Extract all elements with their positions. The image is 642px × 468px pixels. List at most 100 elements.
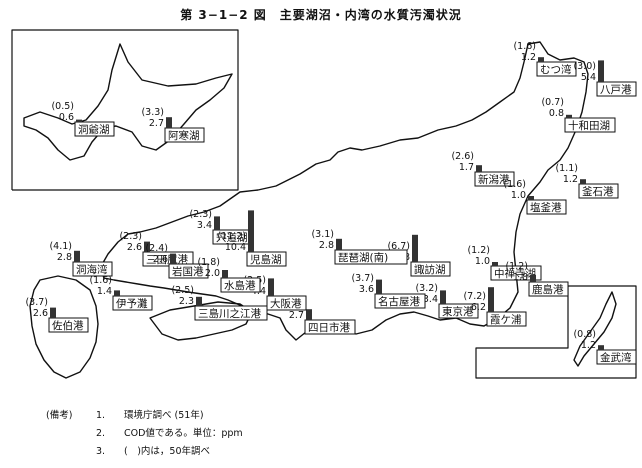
value-50: (3.7) <box>351 273 374 284</box>
value-51: 0.8 <box>549 108 564 119</box>
note-number: 1. <box>96 410 106 421</box>
value-50: (4.1) <box>49 241 72 252</box>
site-name: 新潟港 <box>478 173 510 186</box>
value-51: 2.8 <box>57 252 72 263</box>
value-50: (1.6) <box>89 275 112 286</box>
cod-bar <box>566 114 572 118</box>
value-50: (3.2) <box>415 283 438 294</box>
note-number: 3. <box>96 446 106 457</box>
value-50: (1.1) <box>555 163 578 174</box>
value-51: 5.4 <box>581 72 596 83</box>
value-50: (3.0) <box>573 61 596 72</box>
cod-bar <box>50 307 56 318</box>
value-50: (1.2) <box>505 261 528 272</box>
site-name: 岩国港 <box>172 265 204 278</box>
cod-bar <box>144 241 150 252</box>
site-name: 中禅寺湖 <box>494 267 536 280</box>
value-50: (0.5) <box>51 101 74 112</box>
value-51: 1.4 <box>97 286 112 297</box>
value-50: (1.6) <box>513 41 536 52</box>
site-name: 鹿島港 <box>532 283 564 296</box>
cod-bar <box>528 196 534 200</box>
value-51: 2.7 <box>149 118 164 129</box>
value-50: (1.6) <box>503 179 526 190</box>
site-name: 四日市港 <box>308 321 350 334</box>
note-text: 環境庁調べ (51年) <box>124 410 204 421</box>
value-50: (2.5) <box>171 285 194 296</box>
site-label-box <box>474 171 515 187</box>
value-51: 2.0 <box>205 268 220 279</box>
site-name: 名古屋港 <box>378 295 420 308</box>
site-name: 三島川之江港 <box>198 307 261 320</box>
site-name: 水島港 <box>224 279 256 292</box>
site-name: 佐伯港 <box>52 319 84 332</box>
site-name: 諏訪湖 <box>414 263 446 276</box>
value-51: 1.0 <box>511 190 526 201</box>
site-name: 八戸港 <box>600 84 632 96</box>
site-name: 洞海湾 <box>76 263 108 276</box>
value-51: 2.6 <box>153 254 168 265</box>
cod-bar <box>488 287 494 312</box>
cod-bar <box>492 262 498 266</box>
site-name: 阿寒湖 <box>168 129 200 142</box>
value-51: 0.6 <box>59 112 74 123</box>
site-label-box <box>564 117 616 133</box>
site-label-box <box>526 199 567 215</box>
site-label-box <box>112 295 153 311</box>
note-text: ( )内は，50年調べ <box>124 446 211 457</box>
note-text: COD値である。単位：ppm <box>124 428 243 439</box>
value-51: 2.6 <box>127 242 142 253</box>
value-50: (7.2) <box>463 291 486 302</box>
value-50: (3.1) <box>311 229 334 240</box>
site-label-box <box>490 265 542 281</box>
value-50: (6.7) <box>387 241 410 252</box>
value-51: 1.2 <box>581 340 596 351</box>
site-name: 大阪港 <box>270 297 302 310</box>
value-51: 10.4 <box>225 242 246 253</box>
value-50: (3.3) <box>141 107 164 118</box>
cod-bar <box>580 179 586 184</box>
cod-bar <box>336 238 342 250</box>
site-label-box <box>168 263 209 279</box>
cod-bar <box>170 253 176 264</box>
value-50: (0.7) <box>541 97 564 108</box>
site-label-box <box>438 303 479 319</box>
value-51: 1.7 <box>459 162 474 173</box>
value-50: (1.2) <box>467 245 490 256</box>
cod-bar <box>74 250 80 262</box>
note-number: 2. <box>96 428 106 439</box>
site-name: むつ湾 <box>540 63 572 76</box>
cod-bar <box>412 234 418 262</box>
value-51: 2.6 <box>33 308 48 319</box>
site-name: 児島湖 <box>250 253 282 266</box>
cod-bar <box>376 279 382 294</box>
site-name: 洞爺湖 <box>78 123 110 136</box>
site-name: 釜石港 <box>582 185 614 198</box>
value-51: 1.8 <box>513 272 528 283</box>
value-51: 2.7 <box>289 310 304 321</box>
value-50: (3.7) <box>25 297 48 308</box>
site-label-box <box>48 317 89 333</box>
site-label-box <box>220 277 261 293</box>
cod-bar <box>214 216 220 230</box>
site-name: 東京港 <box>442 305 474 318</box>
value-51: 6.2 <box>471 302 486 313</box>
value-51: 1.0 <box>475 256 490 267</box>
site-label-box <box>596 81 637 97</box>
value-50: (2.4) <box>145 243 168 254</box>
site-label-box <box>578 183 619 199</box>
value-51: 3.6 <box>359 284 374 295</box>
cod-bar <box>598 345 604 350</box>
cod-bar <box>306 309 312 320</box>
note-row-3: 3. ( )内は，50年調べ <box>46 443 243 461</box>
site-name: 琵琶湖(南) <box>338 251 388 264</box>
site-name: 三田尻港 <box>146 254 188 266</box>
value-51: 1.2 <box>521 52 536 63</box>
site-name: 伊予灘 <box>116 297 148 310</box>
note-row-2: 2. COD値である。単位：ppm <box>46 425 243 443</box>
figure-title: 第 3−1−2 図 主要湖沼・内湾の水質汚濁状況 <box>180 8 462 22</box>
note-row-1: (備考) 1. 環境庁調べ (51年) <box>46 407 243 425</box>
site-name: 十和田湖 <box>568 119 610 132</box>
value-51: 1.2 <box>563 174 578 185</box>
site-label-box <box>72 261 113 277</box>
